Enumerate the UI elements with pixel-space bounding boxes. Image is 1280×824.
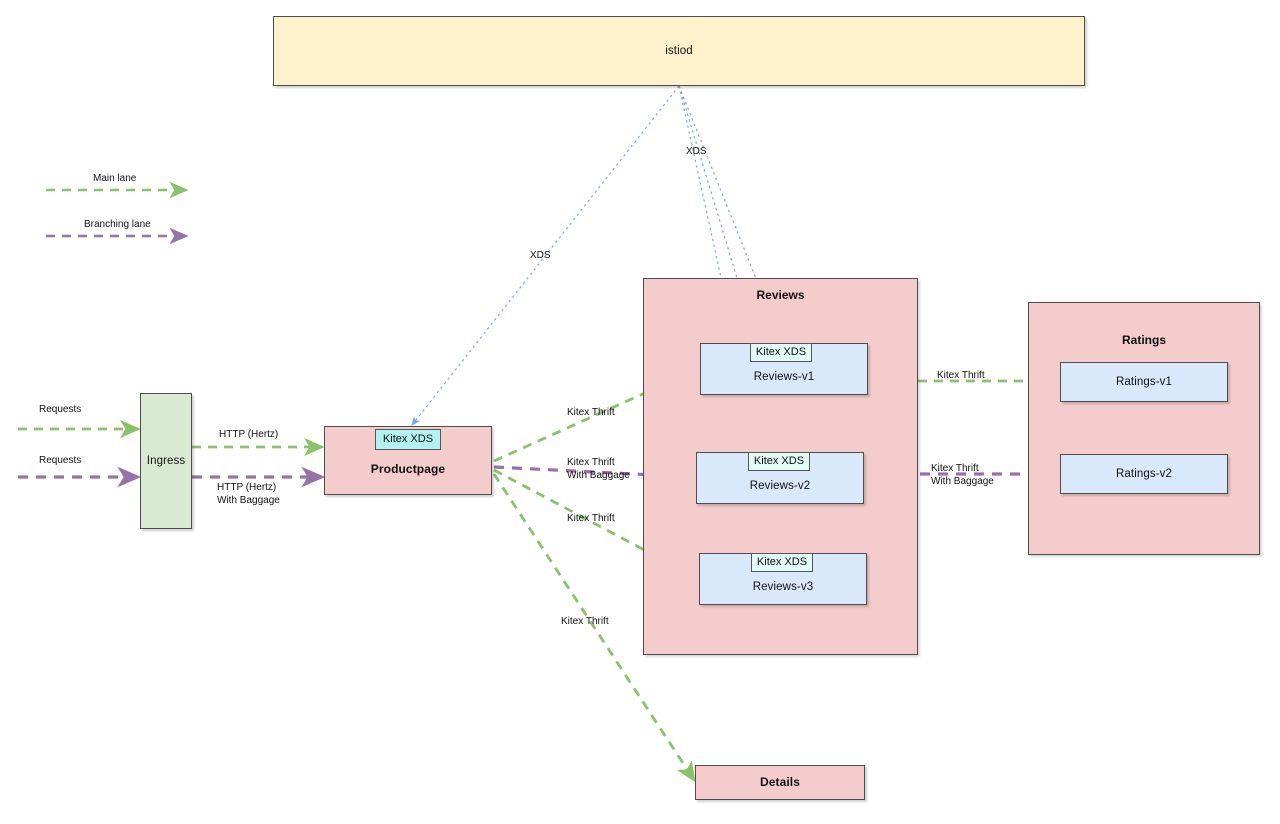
node-reviews-v1-label: Reviews-v1 bbox=[753, 370, 815, 383]
legend-label-main-lane: Main lane bbox=[93, 173, 137, 184]
edge-label-kitex-thrift-ratings-v1: Kitex Thrift bbox=[937, 370, 985, 381]
node-details-label: Details bbox=[759, 775, 801, 789]
edge-label-requests-main: Requests bbox=[39, 404, 82, 415]
productpage-kitex-xds-badge[interactable]: Kitex XDS bbox=[375, 429, 441, 450]
node-ingress-label: Ingress bbox=[146, 454, 186, 467]
legend-label-branching-lane: Branching lane bbox=[84, 219, 151, 230]
node-istiod[interactable]: istiod bbox=[273, 16, 1085, 86]
edge-label-kitex-thrift-with-baggage-reviews-v2: Kitex Thrift With Baggage bbox=[567, 457, 630, 482]
edge-label-http-hertz-with-baggage: HTTP (Hertz) With Baggage bbox=[217, 482, 280, 507]
edge-label-kitex-thrift-baggage-line1: Kitex Thrift bbox=[567, 457, 615, 468]
edge-label-http-hertz: HTTP (Hertz) bbox=[219, 429, 279, 440]
edge-label-http-hertz-baggage-line2: With Baggage bbox=[217, 494, 280, 506]
node-ratings-v2[interactable]: Ratings-v2 bbox=[1060, 454, 1228, 494]
edge-label-http-hertz-baggage-line1: HTTP (Hertz) bbox=[217, 482, 277, 493]
node-ratings-v2-label: Ratings-v2 bbox=[1116, 467, 1172, 480]
edge-label-xds-left: XDS bbox=[530, 250, 551, 261]
group-ratings bbox=[1028, 302, 1260, 555]
node-ratings-v1[interactable]: Ratings-v1 bbox=[1060, 362, 1228, 402]
group-reviews-title: Reviews bbox=[756, 288, 805, 302]
edge-label-kitex-thrift-baggage-line2: With Baggage bbox=[567, 469, 630, 481]
node-productpage-label: Productpage bbox=[370, 462, 446, 476]
edge-label-xds-right: XDS bbox=[686, 146, 707, 157]
node-reviews-v3-label: Reviews-v3 bbox=[752, 580, 814, 593]
edge-label-kitex-thrift-reviews-v3: Kitex Thrift bbox=[567, 513, 615, 524]
edge-label-requests-branching: Requests bbox=[39, 455, 82, 466]
group-ratings-title: Ratings bbox=[1121, 333, 1166, 347]
edge-label-kitex-thrift-ratings-v2-line2: With Baggage bbox=[931, 475, 994, 487]
reviews-v1-kitex-xds-badge[interactable]: Kitex XDS bbox=[750, 343, 812, 362]
node-reviews-v2-label: Reviews-v2 bbox=[749, 479, 811, 492]
edge-label-kitex-thrift-reviews-v1: Kitex Thrift bbox=[567, 407, 615, 418]
reviews-v2-kitex-xds-badge[interactable]: Kitex XDS bbox=[748, 452, 810, 471]
edge-label-kitex-thrift-with-baggage-ratings-v2: Kitex Thrift With Baggage bbox=[931, 463, 994, 488]
edge-label-kitex-thrift-details: Kitex Thrift bbox=[561, 616, 609, 627]
node-ratings-v1-label: Ratings-v1 bbox=[1116, 375, 1172, 388]
node-istiod-label: istiod bbox=[665, 44, 693, 57]
node-ingress[interactable]: Ingress bbox=[140, 393, 192, 529]
node-details[interactable]: Details bbox=[695, 765, 865, 800]
reviews-v3-kitex-xds-badge[interactable]: Kitex XDS bbox=[751, 553, 813, 572]
edge-label-kitex-thrift-ratings-v2-line1: Kitex Thrift bbox=[931, 463, 979, 474]
